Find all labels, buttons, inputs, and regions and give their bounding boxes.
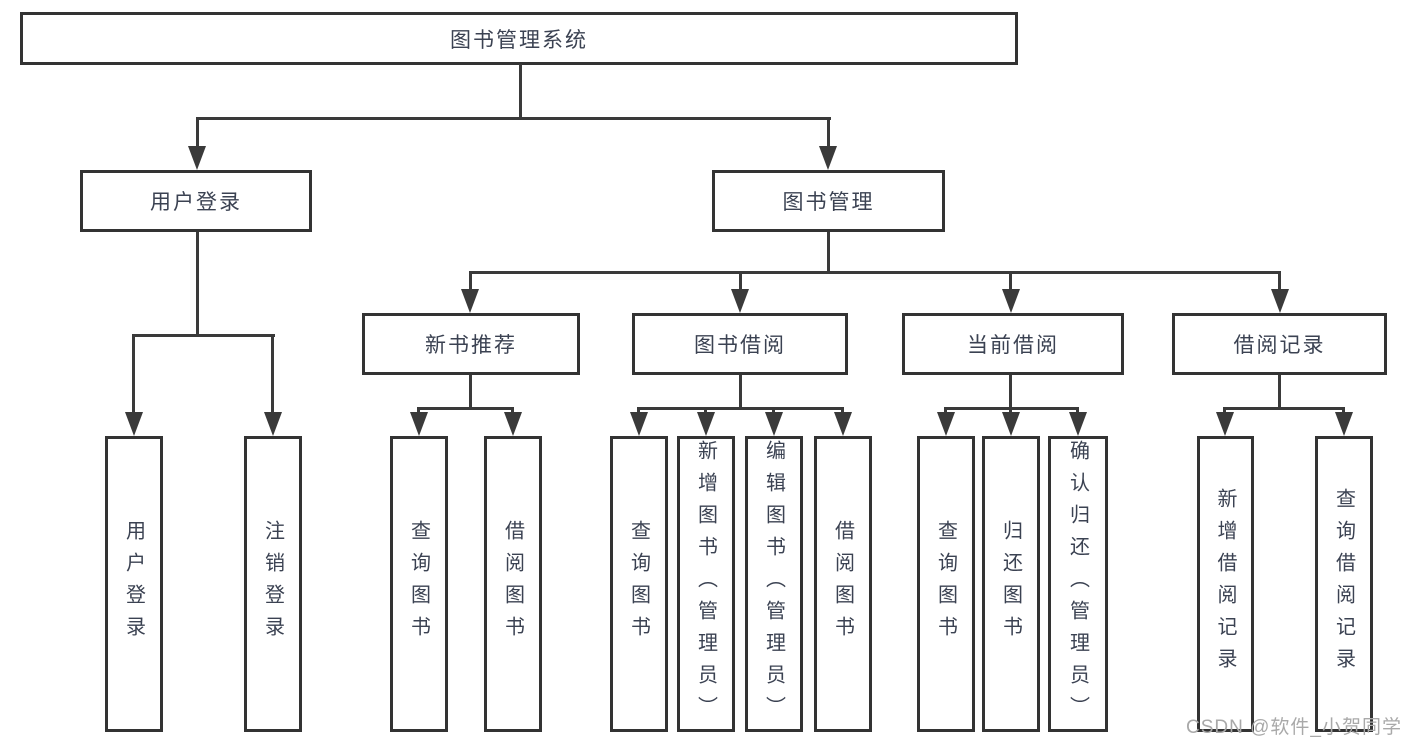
arrowhead-icon [188, 146, 206, 170]
connector-drop-leaf-logout [271, 334, 274, 414]
leaf-borrow-books-1-label: 借阅图书 [501, 520, 524, 648]
node-current-borrow-label: 当前借阅 [967, 334, 1059, 357]
leaf-logout: 注销登录 [244, 436, 302, 732]
node-current-borrow: 当前借阅 [902, 313, 1124, 375]
leaf-query-books-2: 查询图书 [610, 436, 668, 732]
leaf-confirm-return-admin: 确认归还（管理员） [1048, 436, 1108, 732]
arrowhead-icon [504, 412, 522, 436]
arrowhead-icon [1002, 289, 1020, 313]
arrowhead-icon [731, 289, 749, 313]
leaf-query-borrow-record: 查询借阅记录 [1315, 436, 1373, 732]
leaf-borrow-books-2-label: 借阅图书 [831, 520, 854, 648]
arrowhead-icon [630, 412, 648, 436]
connector-group4-split [1223, 407, 1345, 410]
node-borrow-records: 借阅记录 [1172, 313, 1387, 375]
leaf-add-books-admin-label: 新增图书（管理员） [694, 440, 717, 728]
connector-group4-stem [1278, 375, 1281, 409]
node-user-login: 用户登录 [80, 170, 312, 232]
leaf-logout-label: 注销登录 [261, 520, 284, 648]
leaf-return-books: 归还图书 [982, 436, 1040, 732]
root-node-label: 图书管理系统 [450, 28, 588, 52]
leaf-confirm-return-admin-label: 确认归还（管理员） [1066, 440, 1089, 728]
arrowhead-icon [461, 289, 479, 313]
connector-user-login-stem [196, 232, 199, 336]
connector-drop-borrow-records [1278, 271, 1281, 292]
root-node-library-system: 图书管理系统 [20, 12, 1018, 65]
arrowhead-icon [125, 412, 143, 436]
connector-user-login-split [133, 334, 275, 337]
arrowhead-icon [1069, 412, 1087, 436]
connector-group3-stem [1009, 375, 1012, 409]
connector-group2-stem [739, 375, 742, 409]
node-user-login-label: 用户登录 [150, 191, 242, 214]
leaf-add-books-admin: 新增图书（管理员） [677, 436, 735, 732]
leaf-user-login: 用户登录 [105, 436, 163, 732]
connector-group1-stem [469, 375, 472, 409]
leaf-query-books-1: 查询图书 [390, 436, 448, 732]
connector-drop-new-book [469, 271, 472, 292]
connector-drop-book-borrow [739, 271, 742, 292]
leaf-query-books-1-label: 查询图书 [407, 520, 430, 648]
node-book-management: 图书管理 [712, 170, 945, 232]
connector-level2-branch [196, 117, 831, 120]
arrowhead-icon [410, 412, 428, 436]
connector-drop-current-borrow [1009, 271, 1012, 292]
node-new-book-recommend: 新书推荐 [362, 313, 580, 375]
leaf-borrow-books-2: 借阅图书 [814, 436, 872, 732]
connector-drop-leaf-login [132, 334, 135, 414]
arrowhead-icon [1335, 412, 1353, 436]
arrowhead-icon [1002, 412, 1020, 436]
arrowhead-icon [1216, 412, 1234, 436]
connector-book-management-stem [827, 232, 830, 274]
leaf-add-borrow-record-label: 新增借阅记录 [1214, 488, 1236, 680]
leaf-query-borrow-record-label: 查询借阅记录 [1332, 488, 1355, 680]
arrowhead-icon [819, 146, 837, 170]
node-borrow-records-label: 借阅记录 [1233, 334, 1326, 357]
leaf-query-books-2-label: 查询图书 [627, 520, 650, 648]
leaf-query-books-3-label: 查询图书 [934, 520, 957, 648]
leaf-add-borrow-record: 新增借阅记录 [1197, 436, 1254, 732]
leaf-edit-books-admin: 编辑图书（管理员） [745, 436, 803, 732]
connector-drop-user-login [196, 117, 199, 150]
leaf-query-books-3: 查询图书 [917, 436, 975, 732]
arrowhead-icon [834, 412, 852, 436]
node-book-borrow: 图书借阅 [632, 313, 848, 375]
connector-group2-split [637, 407, 844, 410]
leaf-return-books-label: 归还图书 [999, 520, 1022, 648]
node-new-book-recommend-label: 新书推荐 [425, 334, 517, 357]
arrowhead-icon [1271, 289, 1289, 313]
leaf-borrow-books-1: 借阅图书 [484, 436, 542, 732]
leaf-user-login-label: 用户登录 [122, 520, 145, 648]
connector-root-stem [519, 64, 522, 120]
arrowhead-icon [937, 412, 955, 436]
arrowhead-icon [765, 412, 783, 436]
node-book-borrow-label: 图书借阅 [694, 334, 786, 357]
connector-drop-book-management [827, 117, 830, 150]
csdn-watermark: CSDN @软件_小贺同学 [1186, 717, 1402, 738]
connector-level3-branch [469, 271, 1281, 274]
arrowhead-icon [264, 412, 282, 436]
arrowhead-icon [697, 412, 715, 436]
leaf-edit-books-admin-label: 编辑图书（管理员） [762, 440, 785, 728]
connector-group1-split [417, 407, 514, 410]
node-book-management-label: 图书管理 [782, 191, 875, 214]
